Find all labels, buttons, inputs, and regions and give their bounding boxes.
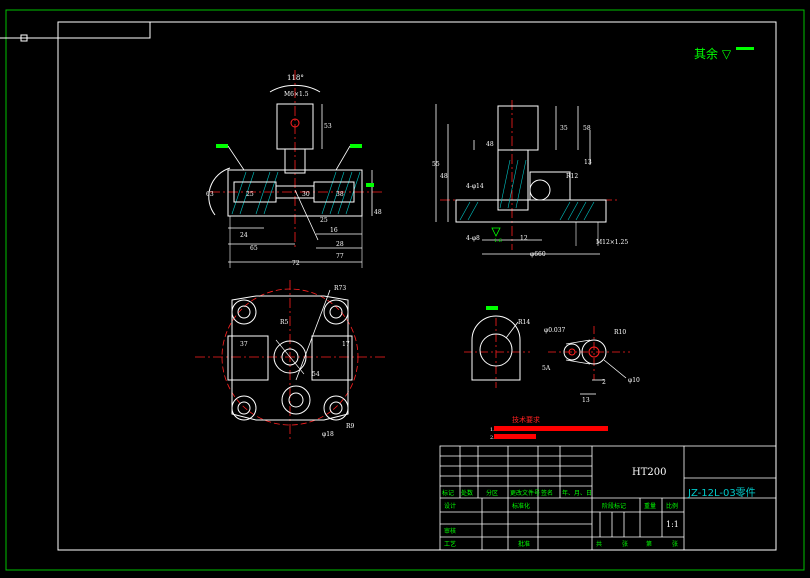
svg-text:53: 53 <box>324 123 332 130</box>
svg-text:M6×1.5: M6×1.5 <box>284 91 309 98</box>
svg-text:77: 77 <box>336 253 344 260</box>
top-left-marker <box>20 34 28 42</box>
svg-text:年、月、日: 年、月、日 <box>562 489 592 497</box>
svg-text:13: 13 <box>584 159 592 166</box>
inner-frame <box>57 21 777 551</box>
svg-text:54: 54 <box>312 371 320 378</box>
svg-text:签名: 签名 <box>541 489 553 497</box>
svg-text:2: 2 <box>602 379 606 386</box>
svg-text:25: 25 <box>246 191 254 198</box>
svg-text:4-φ8: 4-φ8 <box>466 235 480 242</box>
svg-text:处数: 处数 <box>461 489 473 497</box>
svg-text:58: 58 <box>583 125 591 132</box>
svg-text:17: 17 <box>342 341 350 348</box>
svg-text:38: 38 <box>336 191 344 198</box>
svg-text:M12×1.25: M12×1.25 <box>596 239 628 246</box>
svg-text:1.: 1. <box>490 427 495 433</box>
svg-text:第: 第 <box>646 540 652 548</box>
svg-text:2.: 2. <box>490 435 495 441</box>
svg-text:R9: R9 <box>346 423 355 430</box>
svg-text:标准化: 标准化 <box>512 502 530 510</box>
svg-text:48: 48 <box>374 209 382 216</box>
svg-text:标记: 标记 <box>442 489 454 497</box>
plan-view: R73 R5 37 17 54 φ18 R9 <box>195 280 388 440</box>
svg-text:16: 16 <box>330 227 338 234</box>
svg-text:13: 13 <box>582 397 590 404</box>
detail-b: φ0.037 R10 φ10 2 13 5A <box>542 326 640 404</box>
svg-text:12: 12 <box>520 235 528 242</box>
svg-text:28: 28 <box>336 241 344 248</box>
svg-text:批准: 批准 <box>518 540 530 548</box>
svg-text:R14: R14 <box>518 319 530 326</box>
svg-text:工艺: 工艺 <box>444 540 456 548</box>
svg-text:φ660: φ660 <box>530 251 546 258</box>
svg-text:48: 48 <box>486 141 494 148</box>
svg-text:R10: R10 <box>614 329 626 336</box>
svg-text:5A: 5A <box>542 365 551 372</box>
svg-text:张: 张 <box>622 540 628 548</box>
svg-text:比例: 比例 <box>666 502 678 510</box>
detail-a: R14 <box>464 306 530 388</box>
roughness-bar <box>736 47 754 50</box>
svg-text:72: 72 <box>292 260 300 267</box>
roughness-note: 其余 ▽ <box>694 46 732 61</box>
svg-text:更改文件号: 更改文件号 <box>510 489 540 497</box>
svg-text:1.6: 1.6 <box>494 238 502 244</box>
svg-text:张: 张 <box>672 540 678 548</box>
svg-text:φ10: φ10 <box>628 377 640 384</box>
svg-text:共: 共 <box>596 540 602 548</box>
title-block-text: HT200 JZ-12L-03零件 标记 处数 分区 更改文件号 签名 年、月、… <box>442 467 756 548</box>
svg-text:R5: R5 <box>280 319 289 326</box>
material: HT200 <box>632 467 666 478</box>
svg-text:分区: 分区 <box>486 489 498 497</box>
svg-text:65: 65 <box>250 245 258 252</box>
svg-text:48: 48 <box>440 173 448 180</box>
svg-text:R12: R12 <box>566 173 578 180</box>
svg-text:φ0.037: φ0.037 <box>544 327 566 334</box>
title-block <box>439 445 777 551</box>
svg-text:24: 24 <box>240 232 248 239</box>
svg-text:φ18: φ18 <box>322 431 334 438</box>
svg-text:重量: 重量 <box>644 502 656 510</box>
svg-text:63: 63 <box>206 191 214 198</box>
svg-text:55: 55 <box>432 161 440 168</box>
svg-text:R73: R73 <box>334 285 346 292</box>
outer-border <box>5 9 805 571</box>
svg-text:30: 30 <box>302 191 310 198</box>
tech-req-title: 技术要求 <box>512 415 540 424</box>
top-left-box <box>57 21 151 39</box>
svg-text:阶段标记: 阶段标记 <box>602 502 626 510</box>
svg-text:118°: 118° <box>287 74 304 82</box>
svg-text:37: 37 <box>240 341 248 348</box>
svg-text:4-φ14: 4-φ14 <box>466 183 484 190</box>
side-view: 55 48 48 58 35 13 R12 4-φ14 4-φ8 12 M12×… <box>432 100 628 258</box>
svg-text:35: 35 <box>560 125 568 132</box>
front-view: 118° M6×1.5 53 63 25 30 38 48 24 65 16 2… <box>206 70 385 268</box>
svg-text:审核: 审核 <box>444 527 456 535</box>
tech-requirements: 技术要求 1. 2. <box>490 415 608 441</box>
svg-text:1:1: 1:1 <box>666 520 679 529</box>
svg-text:25: 25 <box>320 217 328 224</box>
drawing-name: JZ-12L-03零件 <box>687 487 756 499</box>
svg-text:设计: 设计 <box>444 502 456 510</box>
